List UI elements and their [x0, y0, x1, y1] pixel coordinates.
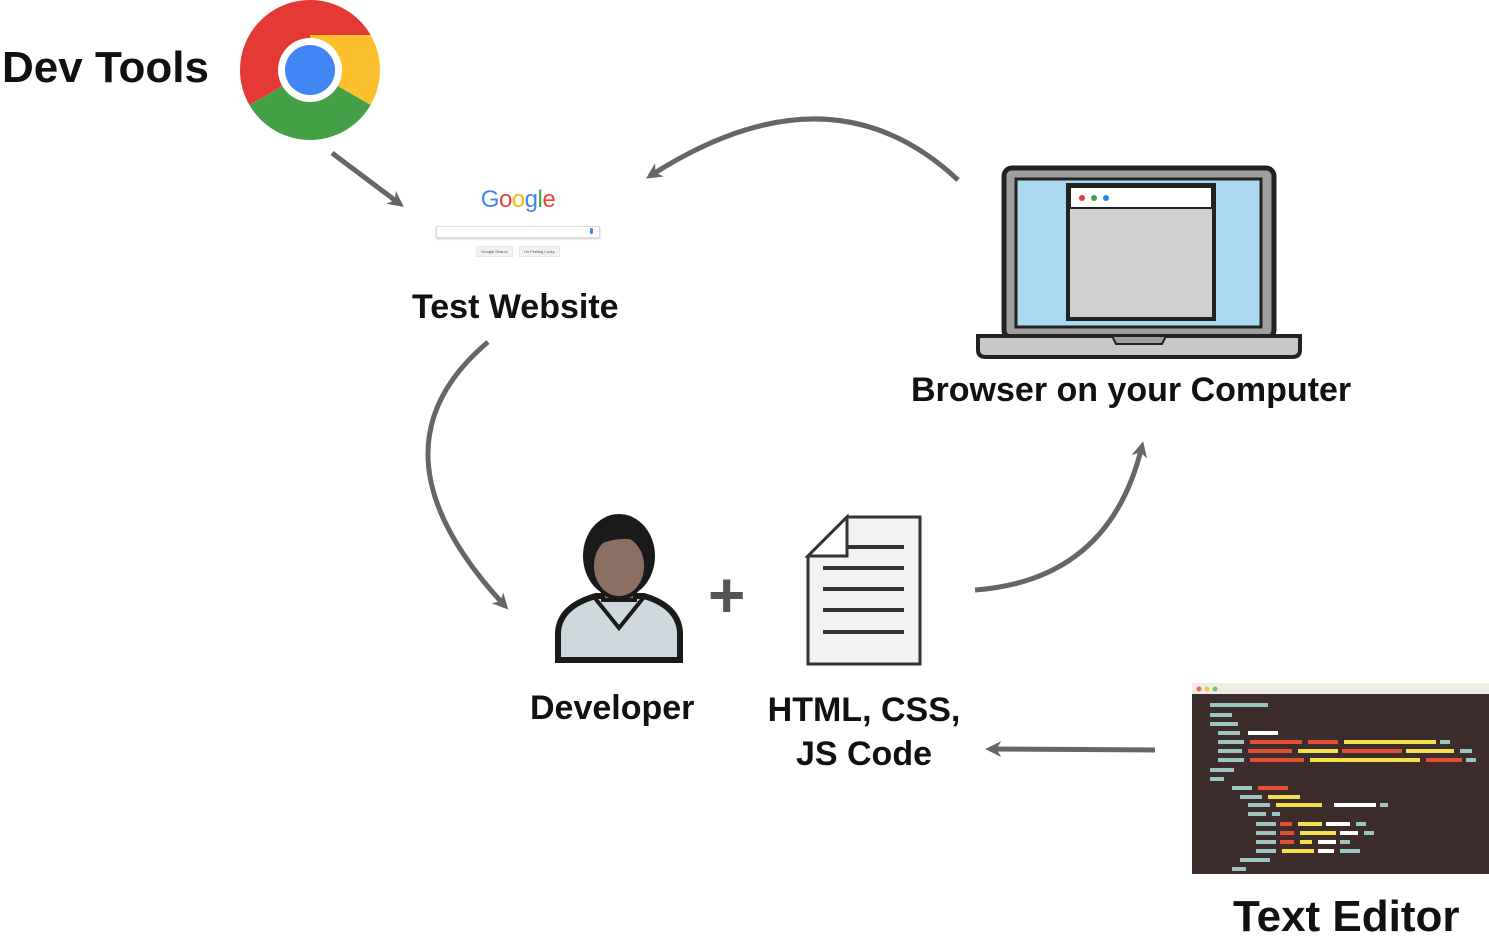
mic-icon — [590, 228, 593, 234]
google-search-button: Google Search — [476, 246, 513, 257]
google-search-box — [436, 226, 600, 238]
google-logo: Google — [480, 186, 556, 213]
test-website-label: Test Website — [412, 288, 619, 326]
browser-label: Browser on your Computer — [911, 371, 1352, 409]
feeling-lucky-button: I'm Feeling Lucky — [518, 246, 560, 257]
arrow-website-to-developer — [425, 340, 509, 610]
laptop-icon — [976, 165, 1302, 359]
arrow-devtools-to-website — [330, 151, 404, 207]
developer-label: Developer — [530, 689, 695, 727]
google-page-icon: Google Google Search I'm Feeling Lucky — [436, 186, 600, 257]
document-icon — [804, 513, 922, 666]
code-label-line2: JS Code — [795, 735, 933, 774]
arrow-browser-to-website — [645, 116, 960, 182]
plus-sign: + — [708, 559, 746, 631]
arrow-editor-to-code — [985, 741, 1156, 758]
arrow-code-to-browser — [974, 441, 1148, 593]
code-lines — [1210, 703, 1476, 871]
chrome-icon — [240, 0, 380, 140]
code-label-line1: HTML, CSS, — [767, 691, 961, 729]
dev-tools-label: Dev Tools — [2, 43, 210, 92]
code-editor-icon — [1192, 683, 1489, 874]
developer-icon — [555, 514, 683, 663]
code-label: HTML, CSS, JS Code — [752, 688, 976, 776]
text-editor-label: Text Editor — [1233, 892, 1460, 941]
